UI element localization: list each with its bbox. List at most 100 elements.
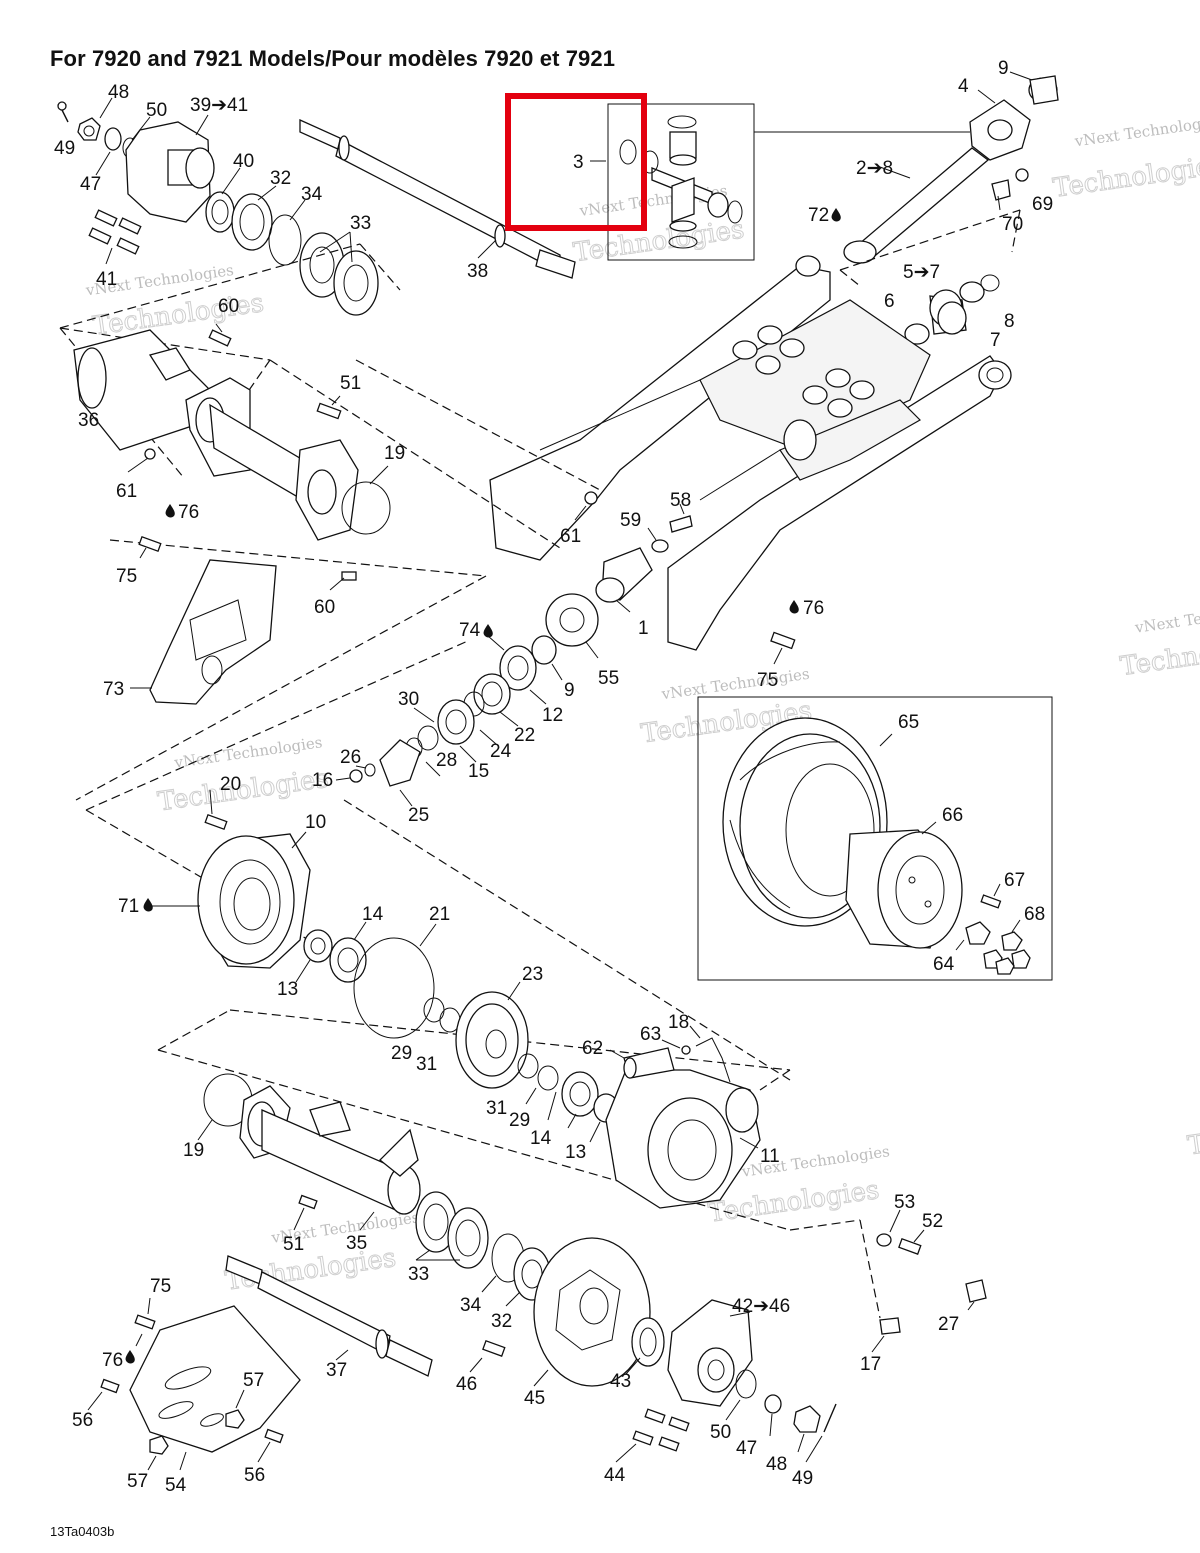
callout-62: 62 bbox=[582, 1038, 603, 1059]
callout-50: 50 bbox=[146, 100, 167, 121]
callout-64: 64 bbox=[933, 954, 955, 975]
callout-9: 9 bbox=[564, 680, 575, 701]
callout-35: 35 bbox=[346, 1233, 367, 1254]
callout-41: 41 bbox=[96, 269, 117, 290]
callout-5-7: 5➔7 bbox=[903, 262, 940, 283]
callout-14: 14 bbox=[362, 904, 384, 925]
callout-31: 31 bbox=[416, 1054, 437, 1075]
callout-38: 38 bbox=[467, 261, 488, 282]
callout-76: 76 bbox=[102, 1350, 123, 1371]
callout-19: 19 bbox=[183, 1140, 204, 1161]
callout-66: 66 bbox=[942, 805, 963, 826]
callout-61: 61 bbox=[560, 526, 581, 547]
callout-16: 16 bbox=[312, 770, 333, 791]
callout-1: 1 bbox=[638, 618, 649, 639]
callout-30: 30 bbox=[398, 689, 419, 710]
callout-75: 75 bbox=[150, 1276, 171, 1297]
drop-icon bbox=[143, 898, 153, 912]
callout-67: 67 bbox=[1004, 870, 1025, 891]
callout-44: 44 bbox=[604, 1465, 626, 1486]
drop-icon bbox=[165, 504, 175, 518]
callout-59: 59 bbox=[620, 510, 641, 531]
callout-69: 69 bbox=[1032, 194, 1053, 215]
callout-49: 49 bbox=[54, 138, 75, 159]
callout-76: 76 bbox=[178, 502, 199, 523]
lower-shaft-37 bbox=[225, 1255, 433, 1377]
callout-58: 58 bbox=[670, 490, 691, 511]
callout-20: 20 bbox=[220, 774, 241, 795]
callout-48: 48 bbox=[108, 82, 129, 103]
callout-61: 61 bbox=[116, 481, 137, 502]
callout-17: 17 bbox=[860, 1354, 881, 1375]
callout-4: 4 bbox=[958, 76, 969, 97]
callout-75: 75 bbox=[757, 670, 778, 691]
callout-29: 29 bbox=[391, 1043, 412, 1064]
callout-31: 31 bbox=[486, 1098, 507, 1119]
svg-text:Technologies: Technologies bbox=[91, 288, 266, 342]
callout-8: 8 bbox=[1004, 311, 1015, 332]
callout-70: 70 bbox=[1002, 214, 1023, 235]
callout-52: 52 bbox=[922, 1211, 943, 1232]
housing-11-group bbox=[525, 1025, 761, 1209]
callout-10: 10 bbox=[305, 812, 326, 833]
callout-12: 12 bbox=[542, 705, 563, 726]
callout-25: 25 bbox=[408, 805, 429, 826]
callout-14: 14 bbox=[530, 1128, 552, 1149]
svg-text:Technologies: Technologies bbox=[1118, 628, 1200, 682]
pivot-group bbox=[545, 503, 796, 665]
callout-23: 23 bbox=[522, 964, 543, 985]
callout-49: 49 bbox=[792, 1468, 813, 1489]
callout-19: 19 bbox=[384, 443, 405, 464]
callout-37: 37 bbox=[326, 1360, 347, 1381]
callout-2-8: 2➔8 bbox=[856, 158, 893, 179]
callout-27: 27 bbox=[938, 1314, 959, 1335]
upper-axle-housing bbox=[59, 243, 601, 811]
svg-text:Technologies: Technologies bbox=[1051, 150, 1200, 204]
callout-54: 54 bbox=[165, 1475, 187, 1496]
callout-46: 46 bbox=[456, 1374, 477, 1395]
callout-57: 57 bbox=[243, 1370, 264, 1391]
callout-56: 56 bbox=[244, 1465, 265, 1486]
callout-51: 51 bbox=[340, 373, 361, 394]
callout-47: 47 bbox=[736, 1438, 757, 1459]
callout-18: 18 bbox=[668, 1012, 689, 1033]
small-fasteners-right bbox=[871, 1209, 987, 1353]
callout-32: 32 bbox=[491, 1311, 512, 1332]
drop-icon bbox=[831, 208, 841, 222]
callout-29: 29 bbox=[509, 1110, 530, 1131]
callout-22: 22 bbox=[514, 725, 535, 746]
callout-34: 34 bbox=[460, 1295, 482, 1316]
lower-axle-group bbox=[197, 1073, 551, 1307]
callout-76: 76 bbox=[803, 598, 824, 619]
upper-shaft-38 bbox=[299, 118, 576, 279]
callout-48: 48 bbox=[766, 1454, 787, 1475]
callout-43: 43 bbox=[610, 1371, 631, 1392]
callout-56: 56 bbox=[72, 1410, 93, 1431]
callout-36: 36 bbox=[78, 410, 99, 431]
skid-plate-54 bbox=[87, 1297, 301, 1471]
bracket-73 bbox=[130, 535, 357, 705]
callout-45: 45 bbox=[524, 1388, 545, 1409]
callout-33: 33 bbox=[408, 1264, 429, 1285]
callout-34: 34 bbox=[301, 184, 323, 205]
callout-15: 15 bbox=[468, 761, 489, 782]
callout-47: 47 bbox=[80, 174, 101, 195]
highlight-box bbox=[505, 93, 647, 231]
callout-33: 33 bbox=[350, 213, 371, 234]
callout-68: 68 bbox=[1024, 904, 1045, 925]
callout-9: 9 bbox=[998, 58, 1009, 79]
callout-53: 53 bbox=[894, 1192, 915, 1213]
brake-hub-group bbox=[469, 1237, 837, 1463]
callout-11: 11 bbox=[760, 1146, 780, 1167]
callout-3: 3 bbox=[573, 152, 584, 173]
callout-65: 65 bbox=[898, 712, 919, 733]
svg-text:Technologies: Technologies bbox=[156, 764, 331, 818]
callout-28: 28 bbox=[436, 750, 457, 771]
differential-group bbox=[85, 789, 881, 1319]
callout-50: 50 bbox=[710, 1422, 731, 1443]
callout-21: 21 bbox=[429, 904, 450, 925]
callout-72: 72 bbox=[808, 205, 829, 226]
pinion-stack bbox=[335, 635, 563, 807]
callout-74: 74 bbox=[459, 620, 481, 641]
